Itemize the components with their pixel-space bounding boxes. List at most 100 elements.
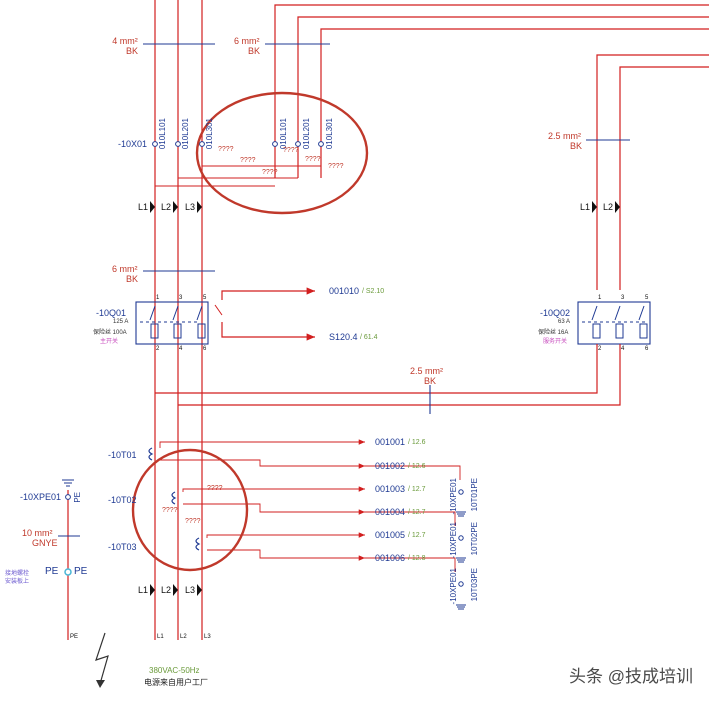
ct-signal-id: 001002 <box>375 461 406 471</box>
breaker-pin: 1 <box>156 295 160 301</box>
signal-ref: / S2.10 <box>362 288 385 295</box>
ct-signal-id: 001006 <box>375 553 406 563</box>
main-phase-wires <box>154 0 203 640</box>
ct-signal-id: 001001 <box>375 437 406 447</box>
ct-signal-ref: / 12.6 <box>408 463 426 470</box>
highlight-circles <box>131 91 369 572</box>
unknown-mark: ???? <box>328 163 344 170</box>
main-breaker-symbol <box>135 301 209 345</box>
ct-signal-ref: / 12.7 <box>408 486 426 493</box>
ct-pe-label: 10T03PE <box>470 568 479 602</box>
pe-bottom-label: PE <box>70 634 79 640</box>
pin-label: 010L301 <box>205 118 214 150</box>
ct-signal-id: 001004 <box>375 507 406 517</box>
pe-note: 接地螺栓 <box>5 571 30 577</box>
breaker-pin: 1 <box>598 295 602 301</box>
phase-end-label: L1 <box>157 634 164 640</box>
ct-ref: -10T03 <box>108 542 137 552</box>
ct-pe-ground: -10XPE01 <box>449 522 458 559</box>
ct-signal-ref: / 12.7 <box>408 509 426 516</box>
current-transformer-coils <box>148 447 201 551</box>
ct-pe-links <box>300 465 466 610</box>
ct-pe-label: 10T02PE <box>470 522 479 556</box>
supply-source: 电源来自用户工厂 <box>144 678 208 687</box>
main-breaker-spec: 保险丝 100A <box>93 330 127 336</box>
ct-pe-label: 10T01PE <box>470 478 479 512</box>
breaker-pin: 5 <box>645 295 649 301</box>
pin-label: 010L101 <box>158 118 167 150</box>
pe-label: PE <box>74 566 88 577</box>
ct-signal-id: 001005 <box>375 530 406 540</box>
phase-label: L3 <box>185 585 196 595</box>
breaker-pin: 6 <box>645 346 649 352</box>
supply-voltage: 380VAC-50Hz <box>149 666 200 675</box>
ct-ref: -10T02 <box>108 495 137 505</box>
aux-breaker-wires <box>155 344 621 414</box>
breaker-pin: 3 <box>621 295 625 301</box>
phase-label: L2 <box>161 202 172 212</box>
unknown-mark: ???? <box>240 157 256 164</box>
phase-markers-bottom <box>150 584 202 596</box>
signal-id: 001010 <box>329 286 360 296</box>
breaker-pin: 2 <box>598 346 602 352</box>
phase-label: L1 <box>580 202 591 212</box>
pe-label: PE <box>45 566 59 577</box>
terminal-strip-ref: -10X01 <box>118 139 148 149</box>
ct-signal-ref: / 12.7 <box>408 532 426 539</box>
signal-ref: / 61.4 <box>360 334 378 341</box>
ct-signal-id: 001003 <box>375 484 406 494</box>
top-feed-wires <box>274 4 709 290</box>
phase-label: L3 <box>185 202 196 212</box>
aux-breaker-spec: 63 A <box>558 319 571 325</box>
ct-pe-ground: -10XPE01 <box>449 568 458 605</box>
unknown-mark: ???? <box>218 146 234 153</box>
signal-id: S120.4 <box>329 332 358 342</box>
main-breaker-spec: 125 A <box>113 319 129 325</box>
terminal-dots <box>152 141 324 147</box>
pe-terminal-ref: -10XPE01 <box>20 492 62 502</box>
breaker-pin: 5 <box>203 295 207 301</box>
aux-breaker-symbol <box>577 301 651 345</box>
breaker-pin: 4 <box>621 346 625 352</box>
pe-wire <box>58 479 80 640</box>
ct-pe-ground: -10XPE01 <box>449 478 458 515</box>
ct-signal-ref: / 12.8 <box>408 555 426 562</box>
ct-signal-ref: / 12.6 <box>408 439 426 446</box>
watermark: 头条 @技成培训 <box>569 667 693 686</box>
pin-label: 010L201 <box>181 118 190 150</box>
unknown-mark: ???? <box>185 518 201 525</box>
phase-label: L2 <box>161 585 172 595</box>
earth-symbol <box>95 632 109 688</box>
unknown-mark: ???? <box>305 156 321 163</box>
pin-label: 010L301 <box>325 118 334 150</box>
main-breaker-aux-contacts <box>214 287 315 341</box>
phase-end-label: L3 <box>204 634 211 640</box>
phase-end-label: L2 <box>180 634 187 640</box>
aux-breaker-note: 服务开关 <box>543 339 568 345</box>
breaker-pin: 6 <box>203 346 207 352</box>
main-breaker-ref: -10Q01 <box>96 308 127 318</box>
pe-label: PE <box>73 492 82 503</box>
wire-ticks <box>143 43 630 272</box>
pin-label: 010L101 <box>279 118 288 150</box>
ct-ref: -10T01 <box>108 450 137 460</box>
phase-label: L2 <box>603 202 614 212</box>
phase-label: L1 <box>138 585 149 595</box>
breaker-pin: 2 <box>156 346 160 352</box>
main-breaker-note: 主开关 <box>100 339 119 345</box>
phase-label: L1 <box>138 202 149 212</box>
aux-breaker-spec: 保险丝 16A <box>538 330 569 336</box>
phase-markers-top <box>150 201 620 213</box>
breaker-pin: 4 <box>179 346 183 352</box>
aux-breaker-ref: -10Q02 <box>540 308 571 318</box>
unknown-mark: ???? <box>262 169 278 176</box>
terminal-strip-wires <box>154 152 321 187</box>
